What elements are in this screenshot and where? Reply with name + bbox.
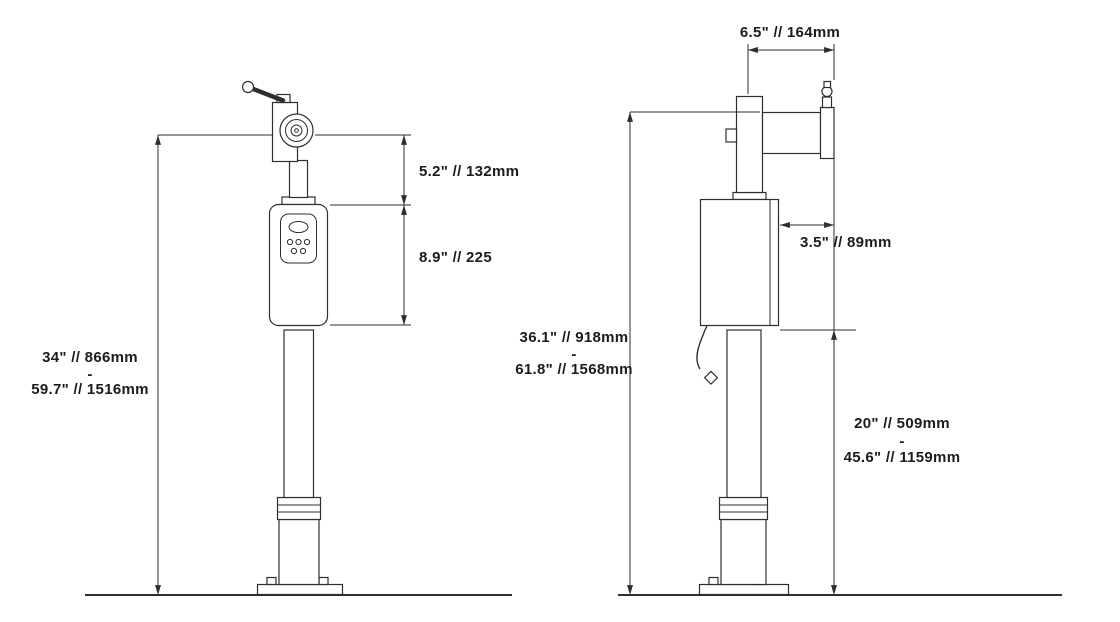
side-overall-dimension: 36.1" // 918mm - 61.8" // 1568mm bbox=[515, 111, 760, 595]
side-arm bbox=[761, 80, 835, 160]
side-column-sep-label: - bbox=[899, 433, 904, 450]
front-box-dim-label: 8.9" // 225 bbox=[419, 249, 492, 266]
side-column bbox=[718, 329, 769, 586]
lever-knob bbox=[241, 80, 255, 94]
side-neck bbox=[725, 95, 764, 194]
cable-plug-icon bbox=[703, 370, 719, 385]
front-overall-min-label: 34" // 866mm bbox=[42, 349, 138, 366]
front-head-dim-label: 5.2" // 132mm bbox=[419, 163, 519, 180]
power-cable bbox=[696, 325, 719, 385]
side-offset-dim-label: 3.5" // 89mm bbox=[800, 234, 892, 251]
side-arm-dim-label: 6.5" // 164mm bbox=[740, 24, 840, 41]
front-neck bbox=[288, 159, 309, 199]
front-head bbox=[241, 80, 314, 163]
side-overall-max-label: 61.8" // 1568mm bbox=[515, 361, 633, 378]
side-overall-sep-label: - bbox=[571, 346, 576, 363]
front-control-box bbox=[268, 196, 329, 327]
side-arm-dimension: 6.5" // 164mm bbox=[740, 24, 840, 94]
power-button-icon bbox=[288, 221, 309, 233]
side-control-box bbox=[699, 191, 780, 327]
side-column-dimension: 20" // 509mm - 45.6" // 1159mm bbox=[780, 329, 961, 595]
neck-fitting-icon bbox=[725, 128, 738, 143]
front-view: 34" // 866mm - 59.7" // 1516mm 5.2" // 1… bbox=[31, 80, 519, 596]
side-column-min-label: 20" // 509mm bbox=[854, 415, 950, 432]
control-buttons-icon bbox=[286, 238, 311, 255]
valve-icon bbox=[821, 80, 833, 109]
front-overall-max-label: 59.7" // 1516mm bbox=[31, 381, 149, 398]
front-overall-dimension: 34" // 866mm - 59.7" // 1516mm bbox=[31, 134, 272, 595]
dial-icon bbox=[279, 113, 314, 148]
front-column bbox=[276, 329, 322, 586]
lever-handle bbox=[249, 86, 286, 103]
side-overall-min-label: 36.1" // 918mm bbox=[520, 329, 629, 346]
front-head-dimension: 5.2" // 132mm 8.9" // 225 bbox=[315, 134, 519, 326]
side-offset-dimension: 3.5" // 89mm bbox=[780, 158, 892, 332]
side-column-max-label: 45.6" // 1159mm bbox=[844, 449, 961, 466]
side-view: 6.5" // 164mm 3.5" // 89mm 36.1" // 918m… bbox=[515, 24, 1062, 596]
front-overall-sep-label: - bbox=[87, 366, 92, 383]
